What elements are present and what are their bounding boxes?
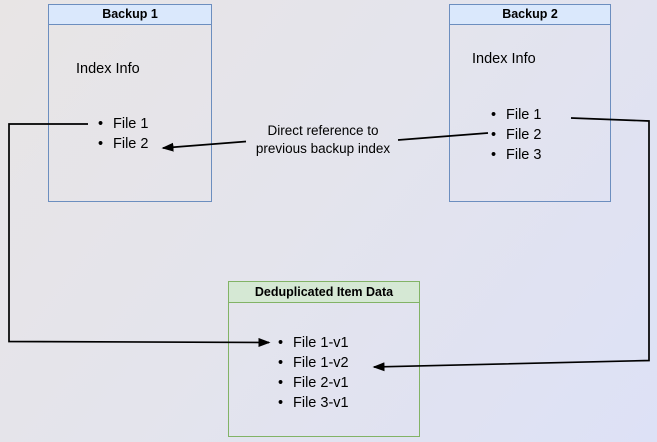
backup2-title: Backup 2	[450, 4, 610, 25]
backup2-index-label: Index Info	[472, 50, 536, 67]
list-item: File 2-v1	[278, 373, 349, 393]
annotation-line1: Direct reference to	[267, 123, 379, 138]
backup1-file-list: File 1 File 2	[98, 114, 148, 154]
list-item: File 3-v1	[278, 393, 349, 413]
list-item: File 2	[98, 134, 148, 154]
backup2-box: Backup 2 Index Info File 1 File 2 File 3	[449, 3, 611, 202]
dedup-file-list: File 1-v1 File 1-v2 File 2-v1 File 3-v1	[278, 333, 349, 413]
list-item: File 1-v1	[278, 333, 349, 353]
backup1-box: Backup 1 Index Info File 1 File 2	[48, 3, 212, 202]
dedup-box: Deduplicated Item Data File 1-v1 File 1-…	[228, 281, 420, 437]
backup1-index-label: Index Info	[76, 60, 140, 77]
annotation-line2: previous backup index	[255, 141, 391, 156]
list-item: File 1-v2	[278, 353, 349, 373]
list-item: File 3	[491, 145, 541, 165]
direct-reference-annotation: Direct reference to previous backup inde…	[239, 122, 407, 158]
list-item: File 1	[98, 114, 148, 134]
dedup-title: Deduplicated Item Data	[229, 282, 419, 303]
backup1-title: Backup 1	[49, 4, 211, 25]
list-item: File 1	[491, 105, 541, 125]
backup2-file-list: File 1 File 2 File 3	[491, 105, 541, 165]
list-item: File 2	[491, 125, 541, 145]
